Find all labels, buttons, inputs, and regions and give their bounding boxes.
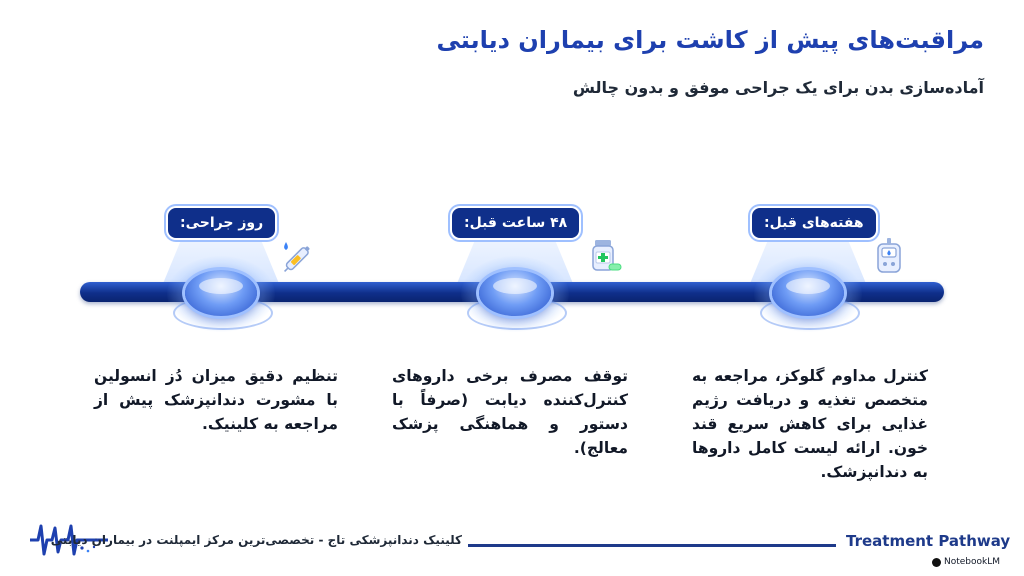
footer-brand: Treatment Pathway [846,532,1011,550]
watermark-text: NotebookLM [944,557,1001,567]
step-label-surgery-day: روز جراحی: [168,208,276,238]
footer-clinic-text: کلینیک دندانپزشکی تاج - تخصصی‌ترین مرکز … [50,533,462,547]
step-label-weeks-before: هفته‌های قبل: [752,208,876,238]
insulin-pen-icon [283,242,310,273]
step-description-48-hours: توقف مصرف برخی داروهای کنترل‌کننده دیابت… [392,367,628,457]
step-label-48-hours: ۴۸ ساعت قبل: [452,208,580,238]
medicine-bottle-icon [592,240,622,271]
glucometer-icon [877,238,901,273]
footer-divider [468,544,836,547]
logo-wave-icon [30,524,108,556]
notebooklm-logo-icon [932,557,941,567]
page-subtitle: آماده‌سازی بدن برای یک جراحی موفق و بدون… [572,78,984,97]
timeline-node-48-hours [461,256,569,332]
page-title: مراقبت‌های پیش از کاشت برای بیماران دیاب… [436,26,985,54]
step-description-weeks-before: کنترل مداوم گلوکز، مراجعه به متخصص تغذیه… [692,367,928,481]
step-description-surgery-day: تنظیم دقیق میزان دُز انسولین با مشورت دن… [94,367,338,433]
timeline-node-surgery-day [167,256,275,332]
notebooklm-watermark: NotebookLM [932,557,1000,567]
timeline-node-weeks-before [754,256,862,332]
